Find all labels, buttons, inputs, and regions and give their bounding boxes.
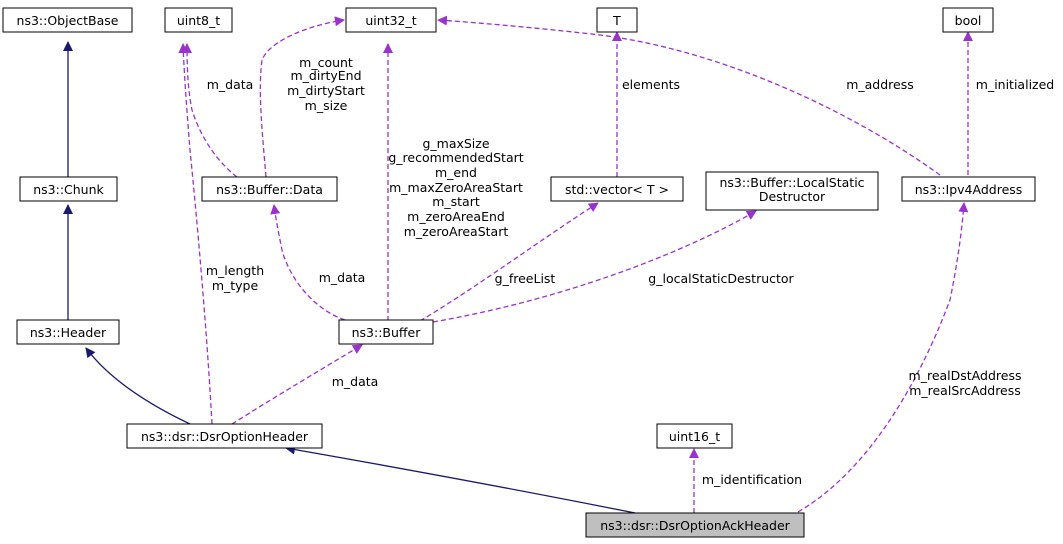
edge-label-buffer-to-uint32-4: m_maxZeroAreaStart [389, 180, 523, 195]
node-localstaticdestructor[interactable]: ns3::Buffer::LocalStatic Destructor [705, 171, 879, 211]
node-ipv4address[interactable]: ns3::Ipv4Address [901, 176, 1036, 202]
edge-label-ack-to-ipv4-2: m_realSrcAddress [909, 383, 1021, 398]
edge-dsroptionheader-to-buffer [231, 344, 363, 425]
node-dsroptionackheader-label: ns3::dsr::DsrOptionAckHeader [600, 518, 790, 533]
node-t[interactable]: T [596, 7, 638, 33]
edge-label-buffer-to-vector: g_freeList [495, 271, 556, 286]
edge-buffer-to-destructor [432, 210, 757, 323]
edge-bufferdata-to-uint8 [182, 43, 238, 178]
node-header[interactable]: ns3::Header [16, 319, 120, 345]
node-bufferdata-label: ns3::Buffer::Data [216, 182, 323, 197]
node-chunk-label: ns3::Chunk [33, 182, 104, 197]
edge-label-buffer-to-uint32-1: g_maxSize [422, 136, 489, 151]
edge-label-buffer-to-destructor: g_localStaticDestructor [648, 271, 794, 286]
node-uint32[interactable]: uint32_t [345, 7, 437, 33]
edge-label-buffer-to-uint32-6: m_zeroAreaEnd [407, 209, 505, 224]
node-objectbase-label: ns3::ObjectBase [17, 13, 119, 28]
edge-label-ipv4-to-bool: m_initialized [976, 77, 1054, 92]
node-uint8[interactable]: uint8_t [164, 7, 233, 33]
node-dsroptionackheader[interactable]: ns3::dsr::DsrOptionAckHeader [585, 512, 805, 538]
node-ipv4address-label: ns3::Ipv4Address [915, 182, 1023, 197]
node-stdvector-label: std::vector< T > [565, 182, 669, 197]
edge-label-data-to-uint32-4: m_size [305, 98, 348, 113]
node-uint8-label: uint8_t [177, 13, 220, 28]
edge-ipv4-to-uint32 [437, 15, 941, 176]
edge-label-buffer-to-uint32-5: m_start [432, 194, 480, 209]
edge-dsroptionheader-to-header [85, 347, 191, 425]
node-header-label: ns3::Header [30, 325, 107, 340]
node-uint16[interactable]: uint16_t [656, 423, 733, 449]
node-buffer[interactable]: ns3::Buffer [338, 319, 434, 345]
node-bool-label: bool [955, 13, 982, 28]
edge-label-vector-to-t: elements [622, 77, 680, 92]
edge-buffer-to-vector [419, 202, 599, 322]
edge-label-data-to-uint8: m_data [207, 77, 254, 92]
edge-label-ack-to-uint16: m_identification [702, 472, 802, 487]
edge-label-buffer-to-uint32-3: m_end [435, 165, 477, 180]
node-localstaticdestructor-label-line1: ns3::Buffer::LocalStatic [719, 175, 864, 190]
edge-ackheader-to-dsroptionheader [285, 444, 641, 515]
edge-label-data-to-uint32-3: m_dirtyStart [287, 83, 365, 98]
edge-label-buffer-to-uint32-7: m_zeroAreaStart [404, 224, 509, 239]
node-uint16-label: uint16_t [669, 429, 720, 444]
edge-label-dsr-to-buffer: m_data [332, 374, 379, 389]
node-stdvector[interactable]: std::vector< T > [550, 176, 684, 202]
edge-label-data-to-uint32-1: m_count [299, 55, 353, 70]
edge-label-ipv4-to-uint32: m_address [846, 77, 914, 92]
node-dsroptionheader-label: ns3::dsr::DsrOptionHeader [141, 429, 309, 444]
edge-label-dsr-to-uint8-1: m_length [206, 263, 264, 278]
edge-bufferdata-to-uint32 [259, 16, 345, 178]
node-t-label: T [612, 13, 621, 28]
edge-label-dsr-to-uint8-2: m_type [212, 278, 259, 293]
node-bufferdata[interactable]: ns3::Buffer::Data [201, 176, 338, 202]
edge-label-ack-to-ipv4-1: m_realDstAddress [909, 368, 1022, 383]
node-bool[interactable]: bool [942, 7, 994, 33]
edge-label-buffer-to-data: m_data [319, 270, 366, 285]
node-uint32-label: uint32_t [365, 13, 416, 28]
node-objectbase[interactable]: ns3::ObjectBase [2, 7, 133, 33]
node-chunk[interactable]: ns3::Chunk [19, 176, 118, 202]
edge-label-data-to-uint32-2: m_dirtyEnd [290, 68, 361, 83]
node-buffer-label: ns3::Buffer [352, 325, 422, 340]
edge-buffer-to-bufferdata [270, 204, 346, 321]
node-localstaticdestructor-label-line2: Destructor [759, 189, 826, 204]
edge-ackheader-to-ipv4 [797, 202, 969, 513]
edge-dsroptionheader-to-uint8 [178, 43, 213, 425]
edge-label-buffer-to-uint32-2: g_recommendedStart [388, 150, 523, 165]
node-dsroptionheader[interactable]: ns3::dsr::DsrOptionHeader [126, 423, 323, 449]
